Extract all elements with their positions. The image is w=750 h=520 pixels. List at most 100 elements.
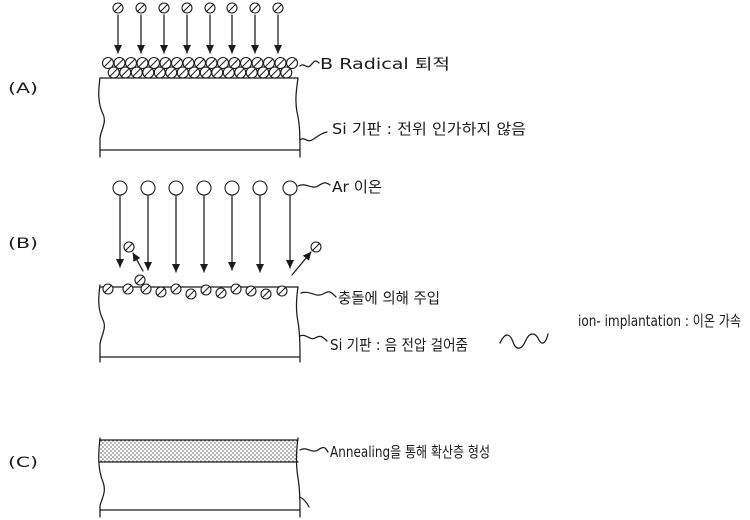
- boron-radical: [272, 2, 284, 14]
- argon-ion: [168, 180, 184, 196]
- atom-hatch: [186, 289, 196, 299]
- atom-hatch: [103, 284, 113, 294]
- deposition-leader-line: [299, 60, 320, 68]
- implanted-boron-atom: [245, 285, 257, 297]
- si-substrate-c: [98, 437, 310, 518]
- atom-hatch: [189, 68, 199, 77]
- argon-ion: [196, 180, 212, 196]
- sputter-arrow: [291, 251, 312, 276]
- deposited-boron-atom: [234, 66, 247, 79]
- atom-hatch: [166, 68, 176, 77]
- atom-hatch: [270, 68, 280, 77]
- atom-hatch: [277, 286, 287, 296]
- deposited-boron-atom: [176, 66, 189, 79]
- atom-hatch: [311, 242, 321, 252]
- atom-hatch: [109, 68, 119, 77]
- atom-hatch: [120, 68, 130, 77]
- atom-hatch: [155, 68, 165, 77]
- atom-hatch: [258, 68, 268, 77]
- sputter-arrow: [132, 252, 144, 272]
- atom-hatch: [261, 289, 271, 299]
- atom-hatch: [184, 58, 193, 68]
- deposited-boron-atom: [222, 66, 235, 79]
- ion-leader-line: [297, 182, 331, 188]
- implanted-boron-atom: [170, 283, 182, 295]
- implanted-boron-atom: [185, 288, 197, 300]
- atom-hatch: [212, 68, 222, 77]
- substrate-a-label: Si 기판 : 전위 인가하지 않음: [332, 120, 526, 138]
- atom-hatch: [227, 3, 237, 13]
- anneal-leader-line: [299, 446, 329, 453]
- atom-hatch: [231, 284, 241, 294]
- implanted-boron-atom: [155, 286, 167, 298]
- atom-hatch: [235, 68, 245, 77]
- deposited-boron-atom: [119, 66, 132, 79]
- atom-hatch: [178, 68, 188, 77]
- substrate-left-edge: [98, 284, 105, 363]
- atom-hatch: [182, 3, 192, 13]
- deposited-boron-atom: [257, 66, 270, 79]
- implanted-boron-atom: [260, 288, 272, 300]
- deposited-boron-atom: [280, 66, 293, 79]
- substrate-right-edge: [295, 77, 301, 158]
- atom-hatch: [124, 242, 134, 252]
- atom-hatch: [205, 3, 215, 13]
- substrate-left-edge: [98, 437, 105, 518]
- atom-hatch: [159, 3, 169, 13]
- squiggle-symbol: [499, 333, 549, 349]
- atom-hatch: [264, 58, 274, 68]
- atom-hatch: [132, 68, 142, 77]
- boron-radical: [249, 2, 261, 14]
- deposited-boron-atom: [101, 56, 115, 70]
- atom-hatch: [201, 285, 211, 295]
- diffusion-layer: [100, 440, 298, 462]
- implanted-boron-atom: [215, 287, 227, 299]
- atom-hatch: [136, 3, 146, 13]
- substrate-right-edge: [295, 286, 301, 363]
- deposited-boron-atom: [188, 66, 201, 79]
- deposited-boron-layer: [101, 56, 299, 79]
- substrate-c-mark: [299, 496, 310, 508]
- implanted-boron-atom: [230, 283, 242, 295]
- deposited-boron-atom: [285, 56, 299, 70]
- deposited-boron-atom: [142, 66, 155, 79]
- deposited-boron-atom: [205, 56, 218, 70]
- atom-hatch: [171, 284, 181, 294]
- boron-radical: [112, 2, 124, 14]
- atom-hatch: [230, 58, 239, 68]
- implanted-boron-atom: [122, 283, 134, 295]
- atom-hatch: [135, 275, 145, 285]
- atom-hatch: [287, 58, 297, 68]
- implanted-boron-atom: [276, 285, 288, 297]
- atom-hatch: [172, 58, 182, 68]
- implanted-boron-atom: [200, 284, 212, 296]
- argon-ion: [112, 180, 128, 196]
- substrate-b-label: Si 기판 : 음 전압 걸어줌: [330, 336, 468, 354]
- atom-hatch: [216, 288, 226, 298]
- implanted-boron-atom: [134, 274, 146, 286]
- atom-hatch: [250, 3, 260, 13]
- atom-hatch: [103, 58, 113, 68]
- implanted-boron-atoms: [102, 274, 288, 300]
- panel-b: (B) Ar 이온 충돌에 의해 주입 Si 기판 : 음 전압 걸어줌 ion…: [8, 178, 741, 363]
- atom-hatch: [143, 68, 153, 77]
- incoming-boron-radicals: [112, 2, 284, 54]
- panel-c: (C) Annealing을 통해 확산층 형성: [8, 437, 490, 518]
- deposited-boron-atom: [130, 66, 143, 79]
- argon-ion-beam: [112, 180, 322, 276]
- atom-hatch: [273, 3, 283, 13]
- sputtered-atom: [123, 241, 135, 253]
- atom-hatch: [161, 58, 170, 68]
- deposited-boron-atom: [153, 66, 166, 79]
- anneal-label: Annealing을 통해 확산층 형성: [330, 443, 490, 461]
- argon-ion-label: Ar 이온: [332, 178, 382, 196]
- deposited-boron-atom: [268, 66, 281, 79]
- sputtered-atom: [310, 241, 322, 253]
- deposited-boron-atom: [199, 66, 212, 79]
- substrate-right-edge: [295, 437, 301, 518]
- deposition-label: B Radical 퇴적: [320, 55, 450, 73]
- atom-hatch: [156, 287, 166, 297]
- deposited-boron-atom: [193, 56, 207, 70]
- deposited-boron-atom: [165, 66, 178, 79]
